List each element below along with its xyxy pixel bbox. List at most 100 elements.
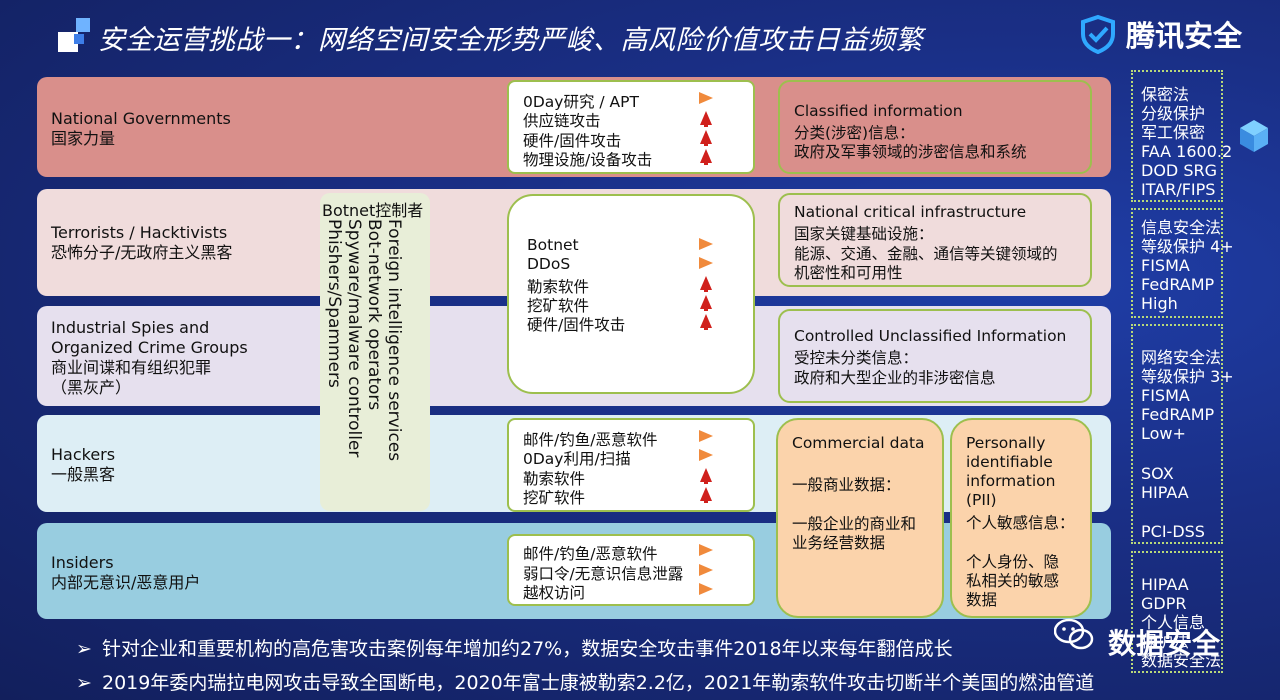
title-bar: 安全运营挑战一：网络空间安全形势严峻、高风险价值攻击日益频繁 腾讯安全 <box>0 0 1280 72</box>
attack-item: 越权访问 <box>523 584 586 602</box>
bullet-item: ➢2019年委内瑞拉电网攻击导致全国断电，2020年富士康被勒索2.2亿，202… <box>76 668 1094 695</box>
asset-desc: 数据 <box>966 591 998 609</box>
compliance-item: ITAR/FIPS <box>1141 180 1216 199</box>
compliance-item: GDPR <box>1141 594 1187 613</box>
attack-item: 挖矿软件 <box>527 297 590 315</box>
botnet-panel: Botnet控制者 Foreign intelligence services … <box>320 193 430 511</box>
asset-title: Controlled Unclassified Information <box>794 327 1067 345</box>
asset-desc: 机密性和可用性 <box>794 264 903 282</box>
bullet-arrow-icon: ➢ <box>76 638 92 660</box>
compliance-item: 信息安全法 <box>1141 218 1222 237</box>
brand-name: 腾讯安全 <box>1126 19 1243 53</box>
compliance-group-high: 信息安全法 等级保护 4+ FISMA FedRAMP High <box>1131 208 1234 318</box>
compliance-item: 分级保护 <box>1141 104 1206 123</box>
trend-up-icon <box>700 295 712 311</box>
attack-box-hackers: 邮件/钓鱼/恶意软件 0Day利用/扫描 勒索软件 挖矿软件 <box>507 418 755 512</box>
trend-right-icon <box>699 583 713 595</box>
page-title: 安全运营挑战一：网络空间安全形势严峻、高风险价值攻击日益频繁 <box>98 25 923 56</box>
asset-desc: 政府及军事领域的涉密信息和系统 <box>794 143 1027 161</box>
asset-title: Personally <box>966 434 1046 452</box>
asset-cui: Controlled Unclassified Information 受控未分… <box>778 309 1092 403</box>
compliance-item: 保密法 <box>1141 85 1190 104</box>
compliance-group-classified: 保密法 分级保护 军工保密 FAA 1600.2 DOD SRG ITAR/FI… <box>1131 70 1232 202</box>
asset-desc: 政府和大型企业的非涉密信息 <box>794 369 996 387</box>
actor-name-cn: （黑灰产） <box>51 378 132 397</box>
attack-item: 硬件/固件攻击 <box>523 132 622 150</box>
trend-up-icon <box>700 487 712 503</box>
attack-box-terror-crime: Botnet DDoS 勒索软件 挖矿软件 硬件/固件攻击 <box>507 194 755 394</box>
compliance-item: PCI-DSS <box>1141 522 1205 541</box>
cube-icon <box>1238 118 1270 154</box>
asset-desc: 分类(涉密)信息： <box>794 124 915 142</box>
attack-item: DDoS <box>527 255 571 273</box>
asset-desc: 能源、交通、金融、通信等关键领域的 <box>794 245 1058 263</box>
asset-critical-infrastructure: National critical infrastructure 国家关键基础设… <box>778 193 1092 287</box>
trend-right-icon <box>699 92 713 104</box>
attack-item: 0Day利用/扫描 <box>523 450 631 468</box>
botnet-line: Spyware/malware controller <box>344 219 364 458</box>
attack-item: 邮件/钓鱼/恶意软件 <box>523 545 658 563</box>
asset-desc: 私相关的敏感 <box>966 572 1060 590</box>
actor-name-cn: 恐怖分子/无政府主义黑客 <box>51 243 233 262</box>
attack-item: 0Day研究 / APT <box>523 93 639 111</box>
attack-item: 勒索软件 <box>527 278 590 296</box>
actor-label: Insiders 内部无意识/恶意用户 <box>51 553 200 593</box>
compliance-item: HIPAA <box>1141 575 1189 594</box>
asset-title: Classified information <box>794 102 963 120</box>
actor-name-cn: 国家力量 <box>51 129 116 148</box>
asset-title: identifiable <box>966 453 1053 471</box>
trend-right-icon <box>699 257 713 269</box>
compliance-item: HIPAA <box>1141 483 1189 502</box>
botnet-title: Botnet控制者 <box>322 201 424 220</box>
compliance-item: 等级保护 4+ <box>1141 237 1234 256</box>
actor-name-en: Terrorists / Hacktivists <box>51 223 228 242</box>
attack-item: 勒索软件 <box>523 470 586 488</box>
trend-up-icon <box>700 130 712 146</box>
trend-up-icon <box>700 276 712 292</box>
attack-item: 物理设施/设备攻击 <box>523 151 653 169</box>
actor-label: Hackers 一般黑客 <box>51 445 115 485</box>
actor-name-en: Industrial Spies and <box>51 318 210 337</box>
actor-name-en: Organized Crime Groups <box>51 338 248 357</box>
actor-name-en: National Governments <box>51 109 231 128</box>
attack-box-insiders: 邮件/钓鱼/恶意软件 弱口令/无意识信息泄露 越权访问 <box>507 534 755 606</box>
trend-up-icon <box>700 149 712 165</box>
actor-name-en: Hackers <box>51 445 116 464</box>
asset-title: information <box>966 472 1056 490</box>
trend-up-icon <box>700 111 712 127</box>
trend-up-icon <box>700 468 712 484</box>
compliance-item: 数据安全法 <box>1141 651 1222 670</box>
asset-desc: 一般商业数据： <box>792 476 901 494</box>
watermark-text: 数据安全 <box>1108 627 1221 660</box>
actor-label: Industrial Spies and Organized Crime Gro… <box>51 318 248 398</box>
asset-title: (PII) <box>966 491 997 509</box>
asset-commercial-data: Commercial data 一般商业数据： 一般企业的商业和 业务经营数据 <box>776 418 944 618</box>
attack-item: 邮件/钓鱼/恶意软件 <box>523 431 658 449</box>
compliance-item: Low+ <box>1141 424 1186 443</box>
compliance-group-low: 网络安全法 等级保护 3+ FISMA FedRAMP Low+ SOX HIP… <box>1131 324 1234 544</box>
asset-title: Commercial data <box>792 434 925 452</box>
actor-name-cn: 商业间谍和有组织犯罪 <box>51 358 212 377</box>
trend-right-icon <box>699 544 713 556</box>
botnet-line: Foreign intelligence services <box>384 219 404 462</box>
attack-box-gov: 0Day研究 / APT 供应链攻击 硬件/固件攻击 物理设施/设备攻击 <box>507 80 755 174</box>
brand: 腾讯安全 <box>1078 12 1242 56</box>
compliance-item: FedRAMP <box>1141 405 1215 424</box>
compliance-item: FISMA <box>1141 256 1190 275</box>
attack-item: Botnet <box>527 236 579 254</box>
wechat-icon <box>1053 618 1094 652</box>
botnet-line: Bot-network operators <box>364 219 384 411</box>
compliance-item: 个人信息 <box>1141 613 1206 632</box>
compliance-item: 军工保密 <box>1141 123 1206 142</box>
attack-item: 挖矿软件 <box>523 489 586 507</box>
trend-right-icon <box>699 238 713 250</box>
trend-up-icon <box>700 314 712 330</box>
actor-label: Terrorists / Hacktivists 恐怖分子/无政府主义黑客 <box>51 223 232 263</box>
botnet-line: Phishers/Spammers <box>324 219 344 388</box>
bullet-text: 2019年委内瑞拉电网攻击导致全国断电，2020年富士康被勒索2.2亿，2021… <box>102 672 1095 694</box>
compliance-item: FISMA <box>1141 386 1190 405</box>
compliance-item: FAA 1600.2 <box>1141 142 1233 161</box>
slide-logo-icon <box>50 14 94 58</box>
actor-name-cn: 内部无意识/恶意用户 <box>51 573 201 592</box>
asset-desc: 业务经营数据 <box>792 534 886 552</box>
